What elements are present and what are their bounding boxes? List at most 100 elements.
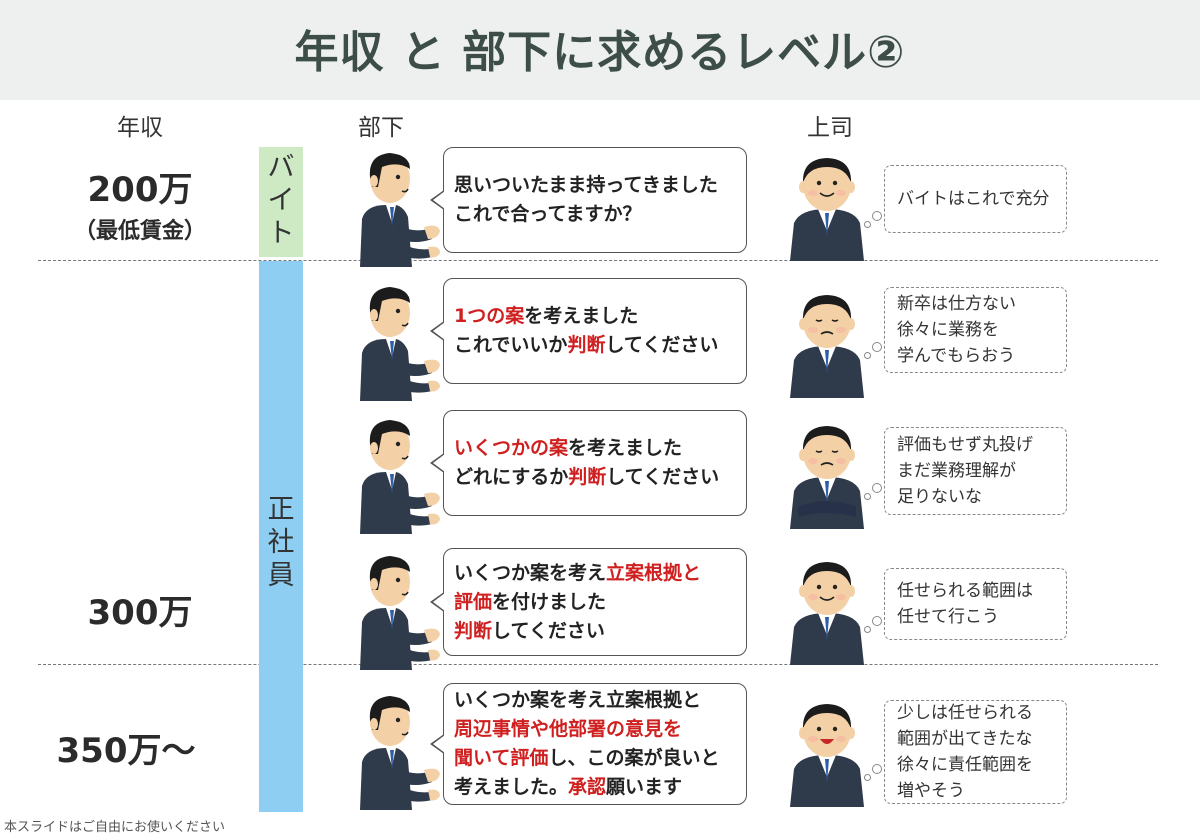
highlight-text: 1つの案 xyxy=(454,305,525,327)
speech-line: どれにするか判断してください xyxy=(454,463,736,492)
thought-line: 徐々に業務を xyxy=(897,320,999,340)
thought-line: 任せて行こう xyxy=(897,607,999,627)
thought-line: バイトはこれで充分 xyxy=(897,189,1050,209)
boss-illustration xyxy=(780,557,874,669)
boss-thought-bubble: 任せられる範囲は任せて行こう xyxy=(884,568,1067,640)
highlight-text: 立案根拠と xyxy=(606,561,702,584)
salary-200: 200万 （最低賃金） xyxy=(40,162,240,245)
boss-thought-bubble: 評価もせず丸投げまだ業務理解が足りないな xyxy=(884,427,1067,515)
divider-line xyxy=(38,664,1158,665)
speech-line: いくつか案を考え立案根拠と xyxy=(454,559,736,588)
speech-text: してください xyxy=(605,334,719,356)
speech-line: 評価を付けました xyxy=(454,588,736,617)
speech-line: 考えました。承認願います xyxy=(454,773,736,802)
thought-line: 評価もせず丸投げ xyxy=(897,435,1033,455)
speech-line: 周辺事情や他部署の意見を xyxy=(454,715,736,744)
speech-text: 考えました。 xyxy=(454,776,569,798)
speech-text: どれにするか xyxy=(454,466,569,488)
boss-thought-bubble: バイトはこれで充分 xyxy=(884,165,1067,233)
speech-text: を考えました xyxy=(568,437,683,459)
boss-thought-bubble: 少しは任せられる範囲が出てきたな徐々に責任範囲を増やそう xyxy=(884,700,1067,804)
speech-line: 判断してください xyxy=(454,617,736,646)
bubble-tail-inner xyxy=(433,454,445,472)
speech-text: 思いついたまま持ってきました xyxy=(454,174,718,196)
part-time-label-text: バイト xyxy=(259,151,303,250)
part-time-label: バイト xyxy=(259,151,303,250)
regular-employee-label: 正社員 xyxy=(259,493,303,592)
thought-line: 任せられる範囲は xyxy=(897,581,1033,601)
boss-thought-bubble: 新卒は仕方ない徐々に業務を学んでもらおう xyxy=(884,287,1067,373)
thought-dot xyxy=(864,626,871,633)
column-header-subordinate: 部下 xyxy=(358,115,404,141)
thought-dot xyxy=(872,211,882,221)
thought-dot xyxy=(864,221,871,228)
subordinate-speech-bubble: 思いついたまま持ってきましたこれで合ってますか？ xyxy=(430,147,747,253)
speech-line: 思いついたまま持ってきました xyxy=(454,171,736,200)
salary-350: 350万〜 xyxy=(56,731,196,771)
footer-note: 本スライドはご自由にお使いください xyxy=(4,820,226,835)
boss-illustration xyxy=(780,153,874,265)
speech-text: いくつか案を考え xyxy=(454,561,607,584)
highlight-text: 評価 xyxy=(454,590,493,613)
subordinate-speech-bubble: いくつか案を考え立案根拠と周辺事情や他部署の意見を聞いて評価し、この案が良いと考… xyxy=(430,683,747,805)
speech-text: 願います xyxy=(606,776,683,798)
speech-line: これでいいか判断してください xyxy=(454,331,736,360)
thought-dot xyxy=(872,616,882,626)
speech-text: を付けました xyxy=(492,590,607,613)
speech-line: これで合ってますか？ xyxy=(454,200,736,229)
speech-text: してください xyxy=(492,619,605,642)
thought-line: 範囲が出てきたな xyxy=(897,729,1033,749)
subordinate-speech-bubble: 1つの案を考えましたこれでいいか判断してください xyxy=(430,278,747,384)
thought-line: 増やそう xyxy=(897,781,965,801)
thought-dot xyxy=(864,774,871,781)
bar-label-char: バ xyxy=(267,152,295,183)
subordinate-illustration xyxy=(352,414,442,538)
thought-line: 徐々に責任範囲を xyxy=(897,755,1033,775)
highlight-text: 聞いて評価 xyxy=(454,747,549,769)
subordinate-speech-bubble: いくつか案を考え立案根拠と評価を付けました判断してください xyxy=(430,548,747,656)
highlight-text: いくつかの案 xyxy=(454,437,569,459)
thought-dot xyxy=(872,764,882,774)
salary-300: 300万 xyxy=(87,593,193,633)
column-header-boss: 上司 xyxy=(807,115,853,141)
regular-employee-bar: 正社員 xyxy=(259,261,303,812)
header: 年収 と 部下に求めるレベル② xyxy=(0,0,1200,100)
thought-dot xyxy=(872,342,882,352)
bubble-tail-inner xyxy=(433,735,445,753)
thought-line: まだ業務理解が xyxy=(897,461,1016,481)
speech-text: してください xyxy=(606,466,720,488)
boss-illustration xyxy=(780,699,874,811)
thought-dot xyxy=(864,493,871,500)
bar-label-char: 員 xyxy=(267,560,295,591)
boss-illustration xyxy=(780,290,874,402)
speech-line: 聞いて評価し、この案が良いと xyxy=(454,744,736,773)
salary-200-value: 200万 xyxy=(87,170,193,210)
regular-employee-label-text: 正社員 xyxy=(259,493,303,592)
thought-dot xyxy=(864,352,871,359)
speech-line: いくつか案を考え立案根拠と xyxy=(454,686,736,715)
thought-line: 新卒は仕方ない xyxy=(897,294,1016,314)
part-time-bar: バイト xyxy=(259,147,303,257)
subordinate-illustration xyxy=(352,147,442,271)
bubble-tail-inner xyxy=(433,322,445,340)
speech-line: いくつかの案を考えました xyxy=(454,434,736,463)
bar-label-char: イ xyxy=(267,185,295,216)
speech-text: これで合ってますか？ xyxy=(454,203,642,225)
highlight-text: 周辺事情や他部署の意見を xyxy=(454,718,683,740)
thought-line: 学んでもらおう xyxy=(897,346,1016,366)
salary-200-note: （最低賃金） xyxy=(73,219,206,244)
subordinate-illustration xyxy=(352,550,442,674)
subordinate-speech-bubble: いくつかの案を考えましたどれにするか判断してください xyxy=(430,410,747,516)
highlight-text: 判断 xyxy=(568,466,607,488)
speech-text: いくつか案を考え立案根拠と xyxy=(454,689,702,711)
highlight-text: 承認 xyxy=(568,776,607,798)
page-title: 年収 と 部下に求めるレベル② xyxy=(294,27,906,78)
boss-illustration xyxy=(780,421,874,533)
speech-text: し、この案が良いと xyxy=(548,747,720,769)
thought-line: 足りないな xyxy=(897,487,982,507)
thought-line: 少しは任せられる xyxy=(897,703,1033,723)
speech-text: を考えました xyxy=(524,305,639,327)
speech-line: 1つの案を考えました xyxy=(454,302,736,331)
bar-label-char: ト xyxy=(267,218,295,249)
highlight-text: 判断 xyxy=(454,619,493,642)
